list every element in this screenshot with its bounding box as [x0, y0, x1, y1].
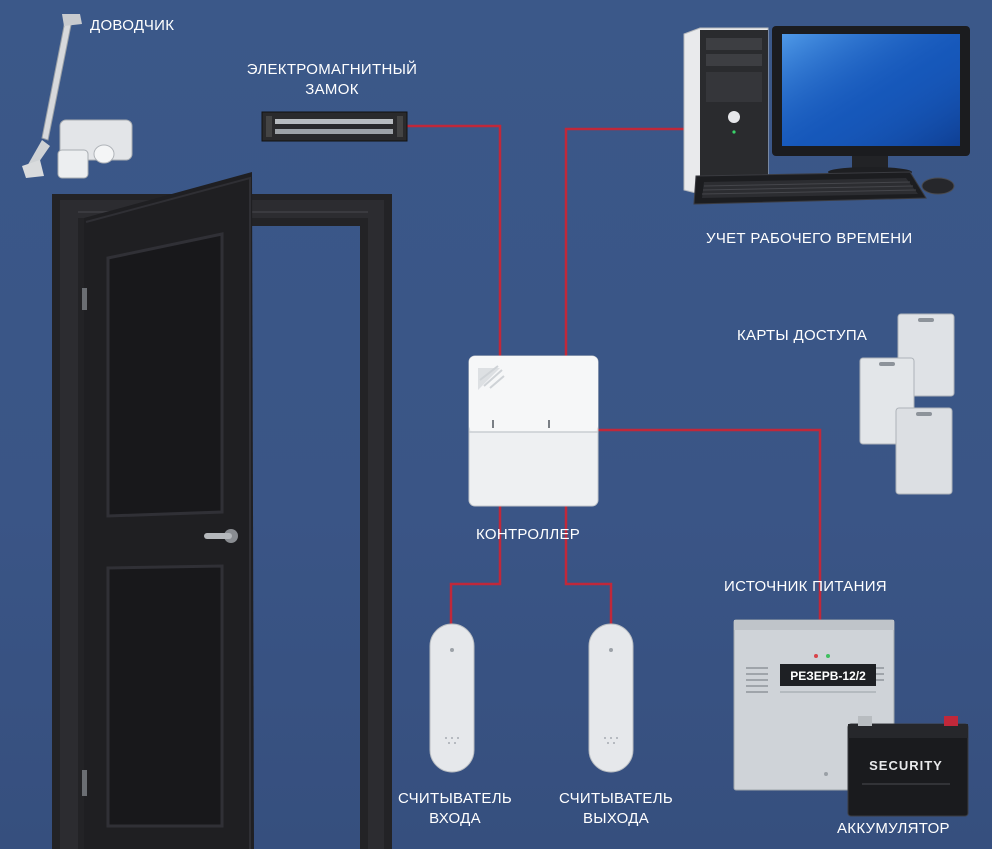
- psu-model-text: РЕЗЕРВ-12/2: [790, 669, 866, 683]
- exit-reader-icon: [588, 623, 634, 773]
- wire-controller-computer: [564, 127, 684, 358]
- entry-reader-icon: [429, 623, 475, 773]
- maglock-label-line1: ЭЛЕКТРОМАГНИТНЫЙ: [246, 61, 418, 78]
- entry-reader-label-line2: ВХОДА: [429, 810, 481, 827]
- maglock-label: ЭЛЕКТРОМАГНИТНЫЙ ЗАМОК: [234, 60, 430, 100]
- wire-maglock-controller: [407, 124, 502, 358]
- wire-controller-entry-reader: [449, 506, 502, 624]
- power-supply-label: ИСТОЧНИК ПИТАНИЯ: [724, 578, 887, 595]
- access-card-3: [895, 407, 953, 495]
- door-closer-label: ДОВОДЧИК: [90, 17, 175, 34]
- exit-reader-label-line1: СЧИТЫВАТЕЛЬ: [558, 790, 674, 807]
- time-tracking-label: УЧЕТ РАБОЧЕГО ВРЕМЕНИ: [706, 230, 913, 247]
- battery-label: АККУМУЛЯТОР: [837, 820, 950, 837]
- exit-reader-label: СЧИТЫВАТЕЛЬ ВЫХОДА: [543, 789, 689, 829]
- exit-reader-label-line2: ВЫХОДА: [582, 810, 650, 827]
- access-cards-label: КАРТЫ ДОСТУПА: [737, 327, 868, 344]
- battery-brand-text: SECURITY: [869, 758, 943, 773]
- door-handle-icon: [204, 529, 238, 543]
- wire-controller-psu: [598, 428, 822, 626]
- entry-reader-label: СЧИТЫВАТЕЛЬ ВХОДА: [382, 789, 528, 829]
- entry-reader-label-line1: СЧИТЫВАТЕЛЬ: [397, 790, 513, 807]
- maglock-label-line2: ЗАМОК: [305, 81, 359, 98]
- wire-controller-exit-reader: [564, 506, 613, 624]
- controller-label: КОНТРОЛЛЕР: [476, 526, 581, 543]
